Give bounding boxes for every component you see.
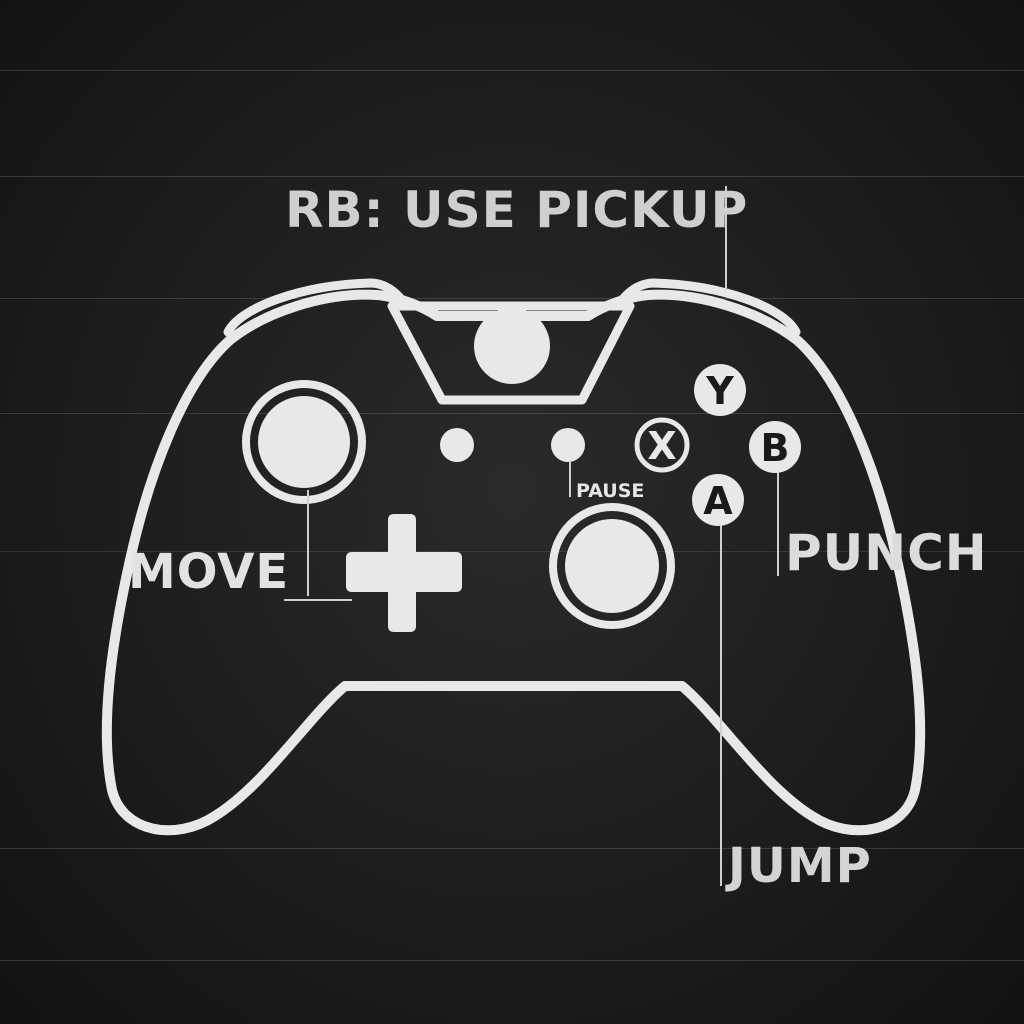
left-bumper [223,278,407,337]
button-y: Y [694,364,746,416]
scanline [0,551,1024,552]
button-b: B [749,421,801,473]
jump-label: JUMP [728,838,872,894]
move-label: MOVE [128,544,290,600]
rb-label: RB: USE PICKUP [285,181,749,239]
scanline [0,960,1024,961]
scanline [0,176,1024,177]
punch-label: PUNCH [785,524,988,582]
button-b-letter: B [761,426,790,470]
menu-button [551,428,585,462]
guide-button [474,308,550,384]
button-y-letter: Y [705,369,734,413]
right-bumper [617,278,801,337]
scanline [0,848,1024,849]
left-stick-ring [242,380,366,504]
pause-label: PAUSE [576,480,645,502]
scanline [0,70,1024,71]
dpad [346,514,462,632]
view-button [440,428,474,462]
left-stick [258,396,350,488]
right-stick [565,519,659,613]
scanline [0,413,1024,414]
button-a: A [692,474,744,526]
scanline [0,298,1024,299]
right-stick-ring [549,503,675,629]
button-a-letter: A [703,479,733,523]
button-x-letter: X [647,424,676,468]
button-x: X [634,417,690,473]
guide-plate [387,301,635,405]
